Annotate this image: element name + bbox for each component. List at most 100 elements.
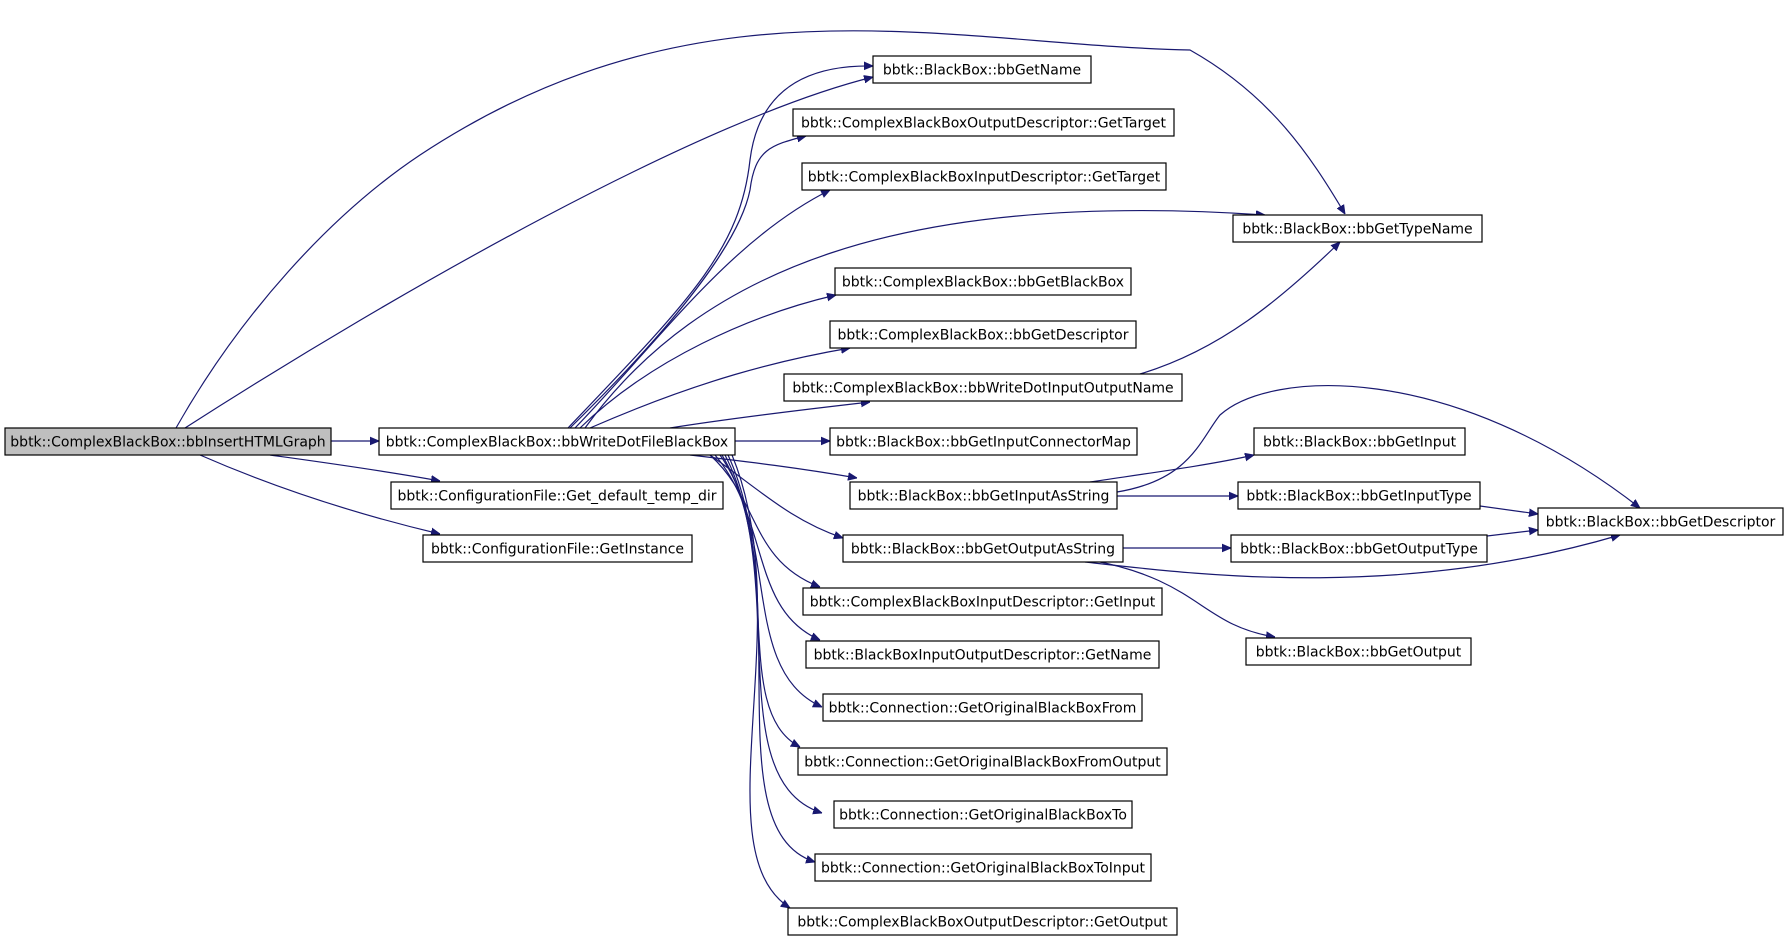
node-label: bbtk::ComplexBlackBoxOutputDescriptor::G… [797, 915, 1168, 931]
edge-write_dot_file-to-cbb_input_get_input [709, 454, 820, 587]
node-label: bbtk::BlackBox::bbGetInputType [1246, 489, 1471, 505]
node-box [872, 55, 1092, 84]
node-label: bbtk::BlackBox::bbGetOutput [1256, 645, 1462, 661]
node-label: bbtk::ComplexBlackBox::bbInsertHTMLGraph [10, 435, 325, 451]
edge-write_dot_file-to-cbb_output_get_target [569, 136, 806, 429]
node-label: bbtk::BlackBox::bbGetOutputAsString [851, 542, 1115, 558]
edge-insert_html_graph-to-get_instance [199, 454, 440, 534]
edge-get_input_as_string-to-bb_get_input [1089, 455, 1254, 483]
node-label: bbtk::BlackBoxInputOutputDescriptor::Get… [814, 648, 1152, 664]
edge-get_input_as_string-to-bb_get_descriptor [1116, 385, 1640, 508]
node-label: bbtk::Connection::GetOriginalBlackBoxToI… [821, 861, 1146, 877]
node-box [1237, 481, 1481, 510]
node-get-output-as-string[interactable]: bbtk::BlackBox::bbGetOutputAsString [842, 534, 1124, 563]
node-bb-get-name[interactable]: bbtk::BlackBox::bbGetName [872, 55, 1092, 84]
edge-write_dot_io_name-to-bb_get_type_name [1139, 242, 1340, 375]
node-box [1537, 507, 1784, 536]
edge-write_dot_file-to-cbb_output_get_output [731, 454, 790, 908]
node-box [783, 373, 1183, 402]
edge-write_dot_file-to-bb_get_type_name [584, 210, 1265, 429]
node-cbb-output-get-output[interactable]: bbtk::ComplexBlackBoxOutputDescriptor::G… [787, 907, 1178, 936]
node-conn-to-input[interactable]: bbtk::Connection::GetOriginalBlackBoxToI… [814, 853, 1152, 882]
edge-write_dot_file-to-conn_to [724, 454, 822, 813]
edge-insert_html_graph-to-bb_get_type_name [175, 30, 1345, 429]
edge-layer [175, 30, 1640, 908]
edge-bb_get_input_type-to-bb_get_descriptor [1479, 505, 1538, 514]
node-box [1253, 427, 1466, 456]
node-cbb-get-descriptor[interactable]: bbtk::ComplexBlackBox::bbGetDescriptor [829, 320, 1137, 349]
node-label: bbtk::Connection::GetOriginalBlackBoxFro… [829, 701, 1137, 717]
edge-write_dot_file-to-cbb_input_get_target [574, 189, 830, 429]
edge-write_dot_file-to-write_dot_io_name [669, 402, 870, 429]
edge-write_dot_file-to-bbio_get_name [714, 454, 820, 641]
node-cbb-get-black-box[interactable]: bbtk::ComplexBlackBox::bbGetBlackBox [834, 267, 1132, 296]
edge-write_dot_file-to-cbb_get_descriptor [589, 348, 850, 429]
node-bb-get-input[interactable]: bbtk::BlackBox::bbGetInput [1253, 427, 1466, 456]
node-box [1232, 214, 1483, 243]
node-box [814, 853, 1152, 882]
node-box [842, 534, 1124, 563]
node-box [422, 534, 693, 563]
node-box [390, 481, 724, 510]
edge-get_output_as_string-to-bb_get_output [1089, 559, 1275, 637]
node-box [833, 800, 1133, 829]
node-write-dot-io-name[interactable]: bbtk::ComplexBlackBox::bbWriteDotInputOu… [783, 373, 1183, 402]
node-box [787, 907, 1178, 936]
node-cbb-input-get-target[interactable]: bbtk::ComplexBlackBoxInputDescriptor::Ge… [801, 162, 1167, 191]
edge-write_dot_file-to-bb_get_name [567, 66, 873, 429]
edge-write_dot_file-to-cbb_get_black_box [579, 295, 836, 429]
edge-write_dot_file-to-conn_to_input [727, 454, 815, 862]
node-label: bbtk::BlackBox::bbGetTypeName [1242, 222, 1472, 238]
node-label: bbtk::BlackBox::bbGetInputConnectorMap [836, 435, 1131, 451]
edge-write_dot_file-to-get_output_as_string [709, 454, 843, 538]
node-write-dot-file[interactable]: bbtk::ComplexBlackBox::bbWriteDotFileBla… [378, 427, 736, 456]
node-label: bbtk::ConfigurationFile::Get_default_tem… [398, 489, 717, 505]
node-bb-get-output-type[interactable]: bbtk::BlackBox::bbGetOutputType [1230, 534, 1488, 563]
node-cbb-output-get-target[interactable]: bbtk::ComplexBlackBoxOutputDescriptor::G… [792, 108, 1175, 137]
node-get-instance[interactable]: bbtk::ConfigurationFile::GetInstance [422, 534, 693, 563]
node-conn-to[interactable]: bbtk::Connection::GetOriginalBlackBoxTo [833, 800, 1133, 829]
node-box [4, 427, 332, 456]
node-label: bbtk::ConfigurationFile::GetInstance [431, 542, 684, 558]
node-bb-get-type-name[interactable]: bbtk::BlackBox::bbGetTypeName [1232, 214, 1483, 243]
node-box [1230, 534, 1488, 563]
edge-write_dot_file-to-conn_from_output [721, 454, 800, 747]
node-box [849, 481, 1118, 510]
node-box [801, 162, 1167, 191]
node-get-default-temp-dir[interactable]: bbtk::ConfigurationFile::Get_default_tem… [390, 481, 724, 510]
node-bb-get-output[interactable]: bbtk::BlackBox::bbGetOutput [1245, 637, 1472, 666]
node-label: bbtk::BlackBox::bbGetInputAsString [858, 489, 1110, 505]
node-cbb-input-get-input[interactable]: bbtk::ComplexBlackBoxInputDescriptor::Ge… [802, 587, 1163, 616]
node-label: bbtk::ComplexBlackBoxInputDescriptor::Ge… [810, 595, 1156, 611]
node-conn-from[interactable]: bbtk::Connection::GetOriginalBlackBoxFro… [822, 693, 1143, 722]
node-label: bbtk::Connection::GetOriginalBlackBoxTo [839, 808, 1127, 824]
node-label: bbtk::ComplexBlackBox::bbGetBlackBox [842, 275, 1124, 291]
node-box [805, 640, 1160, 669]
node-bbio-get-name[interactable]: bbtk::BlackBoxInputOutputDescriptor::Get… [805, 640, 1160, 669]
node-get-input-connector-map[interactable]: bbtk::BlackBox::bbGetInputConnectorMap [829, 427, 1138, 456]
node-box [797, 747, 1168, 776]
node-label: bbtk::ComplexBlackBoxOutputDescriptor::G… [801, 116, 1166, 132]
node-get-input-as-string[interactable]: bbtk::BlackBox::bbGetInputAsString [849, 481, 1118, 510]
node-label: bbtk::ComplexBlackBox::bbGetDescriptor [838, 328, 1129, 344]
edge-insert_html_graph-to-bb_get_name [184, 77, 873, 429]
node-box [792, 108, 1175, 137]
node-label: bbtk::BlackBox::bbGetInput [1263, 435, 1457, 451]
node-box [834, 267, 1132, 296]
node-bb-get-input-type[interactable]: bbtk::BlackBox::bbGetInputType [1237, 481, 1481, 510]
node-insert-html-graph[interactable]: bbtk::ComplexBlackBox::bbInsertHTMLGraph [4, 427, 332, 456]
node-conn-from-output[interactable]: bbtk::Connection::GetOriginalBlackBoxFro… [797, 747, 1168, 776]
node-layer: bbtk::ComplexBlackBox::bbInsertHTMLGraph… [4, 55, 1784, 936]
node-bb-get-descriptor[interactable]: bbtk::BlackBox::bbGetDescriptor [1537, 507, 1784, 536]
node-label: bbtk::BlackBox::bbGetOutputType [1240, 542, 1478, 558]
node-label: bbtk::Connection::GetOriginalBlackBoxFro… [804, 755, 1161, 771]
node-box [378, 427, 736, 456]
node-label: bbtk::BlackBox::bbGetName [883, 63, 1081, 79]
node-box [822, 693, 1143, 722]
node-box [1245, 637, 1472, 666]
node-label: bbtk::ComplexBlackBox::bbWriteDotInputOu… [792, 381, 1173, 397]
node-label: bbtk::ComplexBlackBox::bbWriteDotFileBla… [386, 435, 728, 451]
edge-get_output_as_string-to-bb_get_descriptor [1084, 535, 1620, 579]
edge-bb_get_output_type-to-bb_get_descriptor [1486, 530, 1538, 537]
